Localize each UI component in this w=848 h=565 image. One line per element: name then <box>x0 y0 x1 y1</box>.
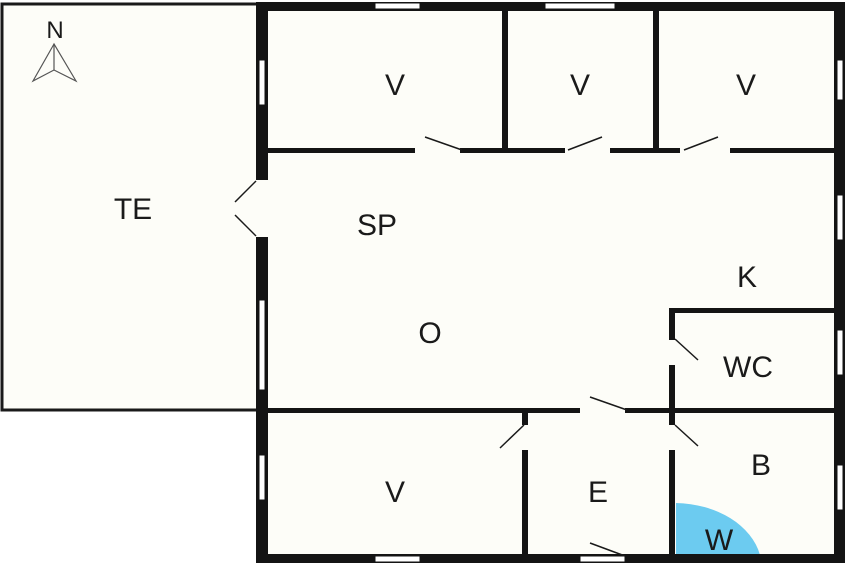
shower-area <box>676 503 760 555</box>
windows <box>258 2 844 563</box>
room-label-toilet: WC <box>723 351 773 384</box>
terrace-area <box>0 2 260 412</box>
room-label-bedroom-3: V <box>736 69 756 102</box>
north-arrow-icon <box>31 42 78 83</box>
doors <box>234 136 719 557</box>
compass-label: N <box>46 17 63 44</box>
house-floor <box>262 6 841 559</box>
room-label-kitchen: K <box>737 261 757 294</box>
room-label-terrace: TE <box>114 193 152 226</box>
room-label-bedroom-4: V <box>385 476 405 509</box>
room-label-bathroom: B <box>751 449 771 482</box>
room-label-dining: SP <box>357 209 397 242</box>
interior-walls <box>268 8 834 556</box>
room-label-bedroom-1: V <box>385 69 405 102</box>
room-label-shower: W <box>705 524 734 557</box>
room-label-living: O <box>418 317 441 350</box>
room-label-bedroom-2: V <box>570 69 590 102</box>
room-label-entrance: E <box>588 476 608 509</box>
